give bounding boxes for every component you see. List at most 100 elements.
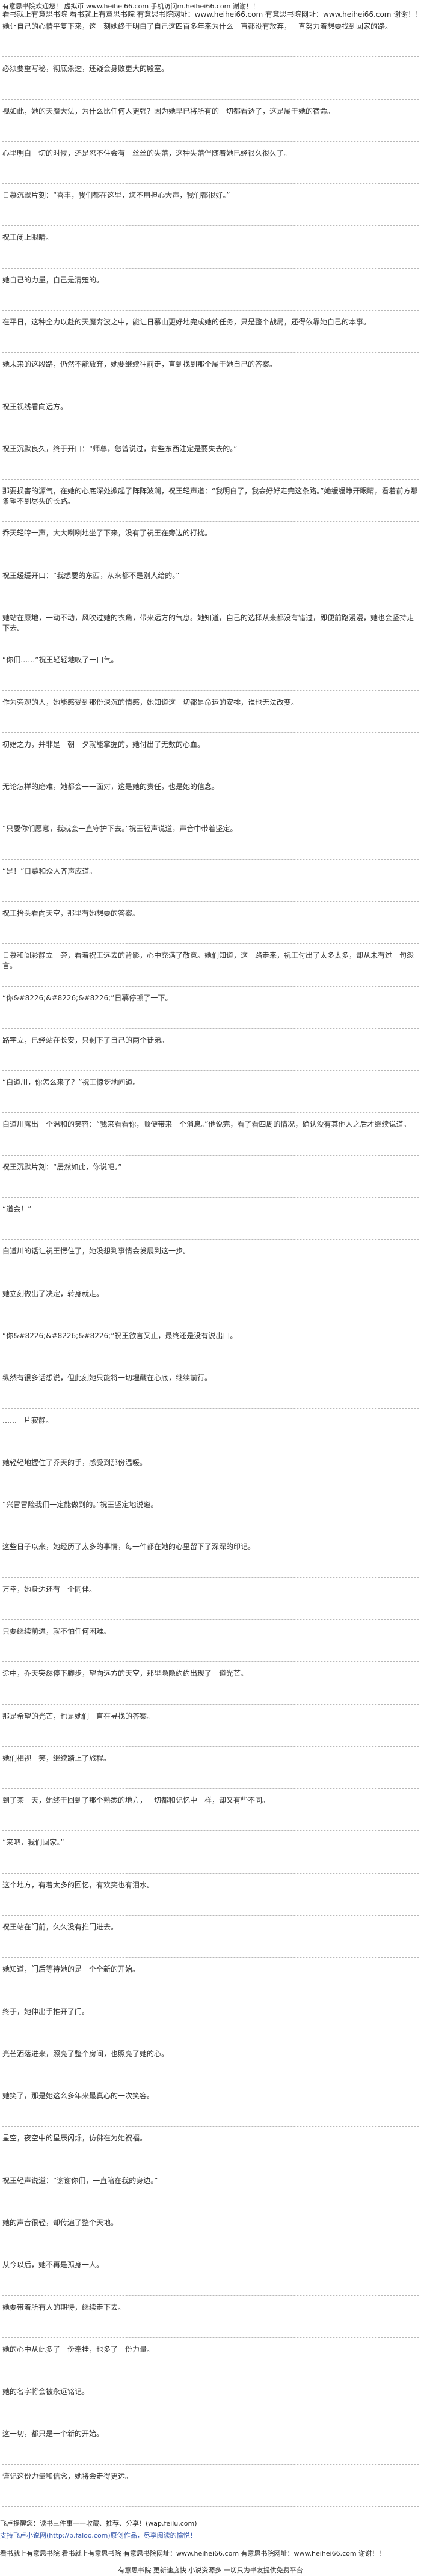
paragraph: 初始之力，并非是一朝一夕就能掌握的，她付出了无数的心血。 <box>2 740 205 749</box>
dashed-divider <box>2 859 419 860</box>
paragraph: 在平日，这种全力以赴的天魔奔波之中，能让日慕山更好地完成她的任务，只是整个战局，… <box>2 318 371 327</box>
paragraph: 无论怎样的磨难，她都会一一面对，这是她的责任，也是她的信念。 <box>2 782 220 791</box>
dashed-divider <box>2 1746 419 1747</box>
paragraph: “你&#8226;&#8226;&#8226;”日慕停顿了一下。 <box>2 993 173 1002</box>
dashed-divider <box>2 1197 419 1198</box>
dashed-divider <box>2 690 419 691</box>
paragraph: 日慕和阎彩静立一旁，看着祝王远去的背影，心中充满了敬意。她们知道，这一路走来，祝… <box>2 951 414 970</box>
paragraph: 视如此，她的天魔大法，为什么比任何人更强？因为她早已将所有的一切都看透了，这是属… <box>2 106 335 115</box>
footer-promo: 飞卢提醒您：读书三件事——收藏、推荐、分享！(wap.feilu.com) <box>0 2520 197 2527</box>
paragraph: 只要继续前进，就不怕任何困难。 <box>2 1627 111 1636</box>
paragraph: “兴冒冒险我们一定能做到的。”祝王坚定地说道。 <box>2 1500 158 1509</box>
paragraph: 她未来的这段路，仍然不能放弃，她要继续往前走，直到找到那个属于她自己的答案。 <box>2 360 277 369</box>
dashed-divider <box>2 2295 419 2296</box>
dashed-divider <box>2 310 419 311</box>
dashed-divider <box>2 1154 419 1156</box>
dashed-divider <box>2 2337 419 2338</box>
paragraph: 她的名字将会被永远铭记。 <box>2 2387 90 2396</box>
dashed-divider <box>2 1661 419 1663</box>
footer-bar: 看书就上有意思书院 看书就上有意思书院 有意思书院网址：www.heihei66… <box>0 2550 386 2557</box>
paragraph: 祝王沉默良久，终于开口：“师尊，您曾说过，有些东西注定是要失去的。” <box>2 444 238 453</box>
dashed-divider <box>2 985 419 987</box>
paragraph: 万幸，她身边还有一个同伴。 <box>2 1585 97 1594</box>
footer-bottom: 有意思书院 更新速度快 小说资源多 一切只为书友提供免费平台 <box>118 2566 303 2574</box>
paragraph: 从今以后，她不再是孤身一人。 <box>2 2261 104 2270</box>
paragraph: “你们……”祝王轻轻地叹了一口气。 <box>2 656 118 665</box>
dashed-divider <box>2 1028 419 1029</box>
paragraph: 那是希望的光芒，也是她们一直在寻找的答案。 <box>2 1711 155 1720</box>
paragraph: 路宇立，已经站在长安，只剩下了自己的两个徒弟。 <box>2 1035 169 1044</box>
footer-promo-link[interactable]: 支持飞卢小说网(http://b.faloo.com)原创作品，尽享阅读的愉悦！ <box>0 2532 197 2539</box>
paragraph: 她们相视一笑，继续踏上了旅程。 <box>2 1753 111 1762</box>
paragraph: 途中，乔天突然停下脚步，望向远方的天空，那里隐隐约约出现了一道光芒。 <box>2 1669 248 1678</box>
paragraph: 谨记这份力量和信念，她将会走得更远。 <box>2 2471 133 2480</box>
dashed-divider <box>2 352 419 353</box>
dashed-divider <box>2 1872 419 1874</box>
dashed-divider <box>2 1788 419 1789</box>
dashed-divider <box>2 267 419 269</box>
paragraph: 她立刻做出了决定，转身就走。 <box>2 1289 104 1298</box>
dashed-divider <box>2 2464 419 2465</box>
paragraph: 她知道，门后等待她的是一个全新的开始。 <box>2 1965 140 1974</box>
paragraph: ……一片寂静。 <box>2 1416 54 1425</box>
paragraph: 她要带着所有人的期待，继续走下去。 <box>2 2303 126 2312</box>
paragraph: 白道川露出一个温和的笑容：“我来看看你，顺便带来一个消息。”他说完，看了看四周的… <box>2 1120 411 1129</box>
paragraph: 祝王站在门前，久久没有推门进去。 <box>2 1922 118 1931</box>
paragraph: 祝王轻声说道：“谢谢你们，一直陪在我的身边。” <box>2 2176 158 2185</box>
paragraph: 她的声音很轻，却传遍了整个天地。 <box>2 2218 118 2227</box>
paragraph: 这一切，都只是一个新的开始。 <box>2 2429 104 2438</box>
paragraph: 祝王视线看向远方。 <box>2 402 68 411</box>
dashed-divider <box>2 479 419 480</box>
paragraph: “来吧，我们回家。” <box>2 1838 64 1847</box>
dashed-divider <box>2 225 419 227</box>
dashed-divider <box>2 1408 419 1409</box>
paragraph: 祝王缓缓开口：“我想要的东西，从来都不是别人给的。” <box>2 571 180 580</box>
paragraph: 那要损害的源气，在她的心底深处掀起了阵阵波澜，祝王轻声道：“我明白了，我会好好走… <box>2 487 418 506</box>
paragraph: 光芒洒落进来，照亮了整个房间，也照亮了她的心。 <box>2 2049 169 2058</box>
paragraph: “是！”日慕和众人齐声应道。 <box>2 866 97 875</box>
paragraph: 终于，她伸出手推开了门。 <box>2 2007 90 2016</box>
dashed-divider <box>2 99 419 100</box>
paragraph: 日慕沉默片刻：“喜丰，我们都在这里，您不用担心大声，我们都很好。” <box>2 191 230 200</box>
paragraph: 这个地方，有着太多的回忆，有欢笑也有泪水。 <box>2 1880 155 1889</box>
paragraph: 祝王闭上眼睛。 <box>2 233 54 242</box>
paragraph: 到了某一天，她终于回到了那个熟悉的地方，一切都和记忆中一样，却又有些不同。 <box>2 1796 270 1805</box>
paragraph: “你&#8226;&#8226;&#8226;”祝王欲言又止，最终还是没有说出口… <box>2 1331 238 1340</box>
paragraph: 白道川的话让祝王愣住了，她没想到事情会发展到这一步。 <box>2 1247 191 1256</box>
paragraph: 她笑了，那是她这么多年来最真心的一次笑容。 <box>2 2092 155 2101</box>
dashed-divider <box>2 1830 419 1832</box>
site-footer: 飞卢提醒您：读书三件事——收藏、推荐、分享！(wap.feilu.com) 支持… <box>0 2518 421 2575</box>
dashed-divider <box>2 943 419 945</box>
paragraph: 乔天轻哼一声，大大咧咧地坐了下来，没有了祝王在旁边的打扰。 <box>2 529 212 538</box>
dashed-divider <box>2 1914 419 1916</box>
site-header-line2: 看书就上有意思书院 看书就上有意思书院 有意思书院网址：www.heihei66… <box>2 10 421 19</box>
paragraph: 祝王抬头看向天空，那里有她想要的答案。 <box>2 909 140 918</box>
dashed-divider <box>2 1577 419 1578</box>
paragraph: “白道川，你怎么来了？”祝王惊讶地问道。 <box>2 1078 140 1087</box>
dashed-divider <box>2 1957 419 1958</box>
dashed-divider <box>2 901 419 903</box>
paragraph: 她轻轻地握住了乔天的手，感受到那份温暖。 <box>2 1458 147 1467</box>
paragraph: 她站在原地，一动不动，风吹过她的衣角，带来远方的气息。她知道，自己的选择从来都没… <box>2 614 414 633</box>
paragraph: 必须要重写秘，彻底杀透，还疑会身败更大的殿室。 <box>2 64 169 73</box>
paragraph: 她自己的力量，自己是清楚的。 <box>2 275 104 284</box>
dashed-divider <box>2 1239 419 1240</box>
dashed-divider <box>2 1112 419 1113</box>
dashed-divider <box>2 2506 419 2507</box>
paragraph: 祝王沉默片刻：“居然如此，你说吧。” <box>2 1162 122 1171</box>
dashed-divider <box>2 56 419 58</box>
paragraph: “道会！” <box>2 1205 32 1214</box>
dashed-divider <box>2 1070 419 1071</box>
dashed-divider <box>2 521 419 522</box>
dashed-divider <box>2 141 419 142</box>
dashed-divider <box>2 183 419 184</box>
paragraph: 她让自己的心情平复下来，这一刻她终于明白了自己这四百多年来为什么一直都没有放弃，… <box>2 22 393 31</box>
paragraph: 这些日子以来，她经历了太多的事情，每一件都在她的心里留下了深深的印记。 <box>2 1542 256 1551</box>
paragraph: “只要你们愿意，我就会一直守护下去。”祝王轻声说道，声音中带着坚定。 <box>2 824 238 833</box>
site-header-line1: 有意思书院欢迎您！ 虚拟币 www.heihei66.com 手机访问m.hei… <box>2 2 259 10</box>
paragraph: 作为旁观的人，她能感受到那份深沉的情感，她知道这一切都是命运的安排，谁也无法改变… <box>2 698 299 707</box>
paragraph: 纵然有很多话想说，但此刻她只能将一切埋藏在心底，继续前行。 <box>2 1374 212 1383</box>
dashed-divider <box>2 1619 419 1620</box>
dashed-divider <box>2 2126 419 2127</box>
